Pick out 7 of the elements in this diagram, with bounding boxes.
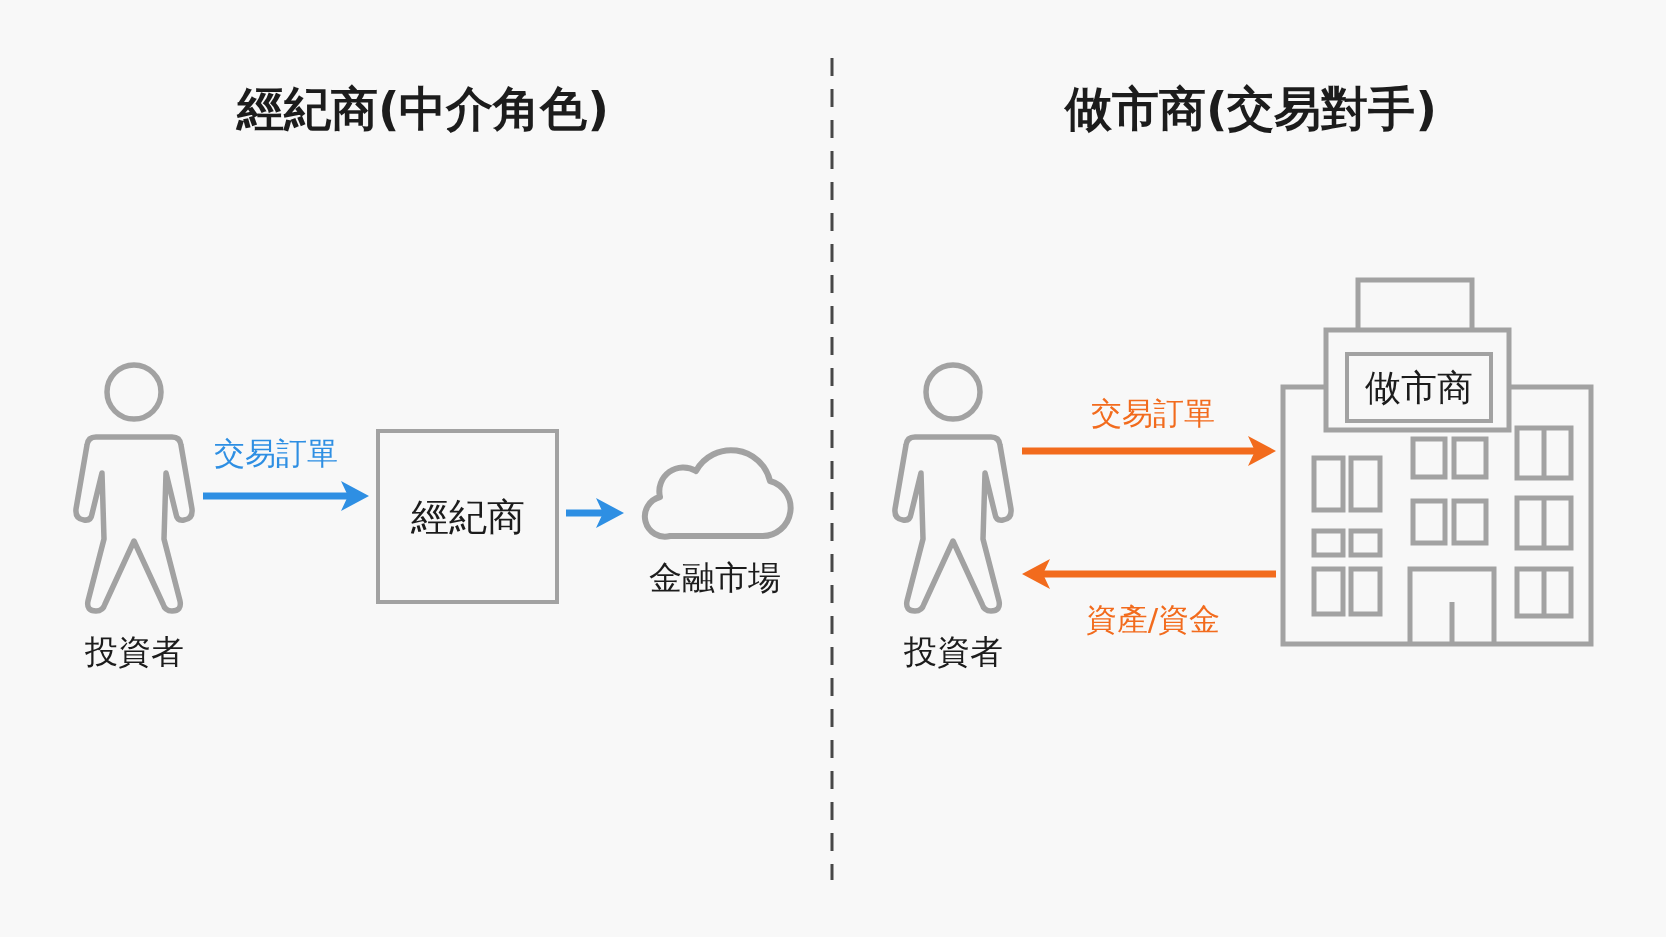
heading: 經紀商(中介角色) [237, 81, 609, 137]
process-box: 經紀商 [376, 429, 559, 604]
building-sign: 做市商 [1345, 352, 1493, 423]
node-label: 金融市場 [648, 558, 781, 598]
heading: 做市商(交易對手) [1065, 81, 1437, 137]
node-label: 投資者 [84, 632, 184, 672]
node-label: 投資者 [903, 632, 1003, 672]
